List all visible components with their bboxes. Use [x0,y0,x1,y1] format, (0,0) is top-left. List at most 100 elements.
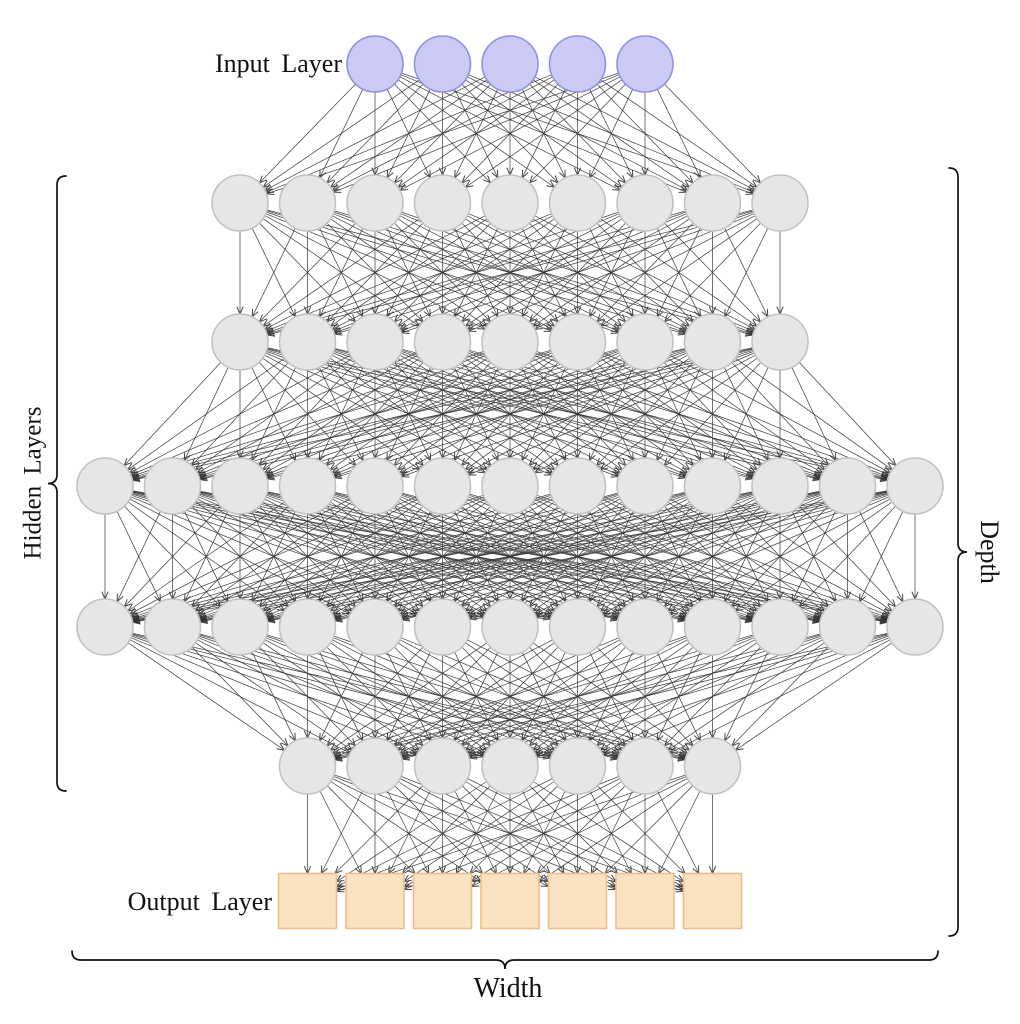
connection-edge [538,781,690,883]
connection-edge [319,790,362,874]
connection-edge [199,348,753,482]
hidden-4-node [143,598,202,656]
connection-edge [264,76,486,191]
connection-edge [251,652,296,742]
connection-edge [132,490,888,625]
hidden-1-node [346,174,404,232]
hidden-4-node [683,598,742,656]
hidden-5-node [616,737,674,795]
input-node [548,35,607,93]
connection-edge [326,646,424,747]
connection-edge [471,781,622,883]
connection-edge [604,785,693,874]
connection-edge [330,642,488,751]
hidden-3-node [346,457,404,515]
connection-edge [129,498,351,615]
hidden-3-node [683,457,742,515]
width-label: Width [473,973,543,1004]
hidden-2-node [481,313,539,371]
connection-edge [333,349,754,480]
hidden-3-node [413,457,472,515]
connection-edge [522,790,565,874]
connection-edge [394,785,483,874]
connection-edge [798,362,897,467]
connection-edge [127,642,285,751]
connection-edge [723,367,769,462]
connection-edge [131,348,618,481]
connection-edge [332,74,620,193]
hidden-4-node [76,598,134,656]
hidden-5-node [548,737,607,795]
connection-edge [265,213,552,332]
hidden-4-node [616,598,674,656]
output-node [682,872,743,930]
hidden-4-node [818,598,877,656]
connection-edge [264,215,486,330]
input-node [481,35,539,93]
connection-edge [334,632,888,762]
connection-edge [399,76,621,191]
connection-edge [131,493,551,621]
depth-label: Depth [975,520,1004,584]
hidden-5-node [683,737,742,795]
connection-edge [400,351,754,478]
connection-edge [534,215,756,330]
connection-edge [334,785,423,874]
connection-edge [467,352,755,476]
connection-edge [589,790,632,874]
output-node [480,872,540,930]
connection-edge [262,218,420,327]
connection-edge [320,790,363,874]
input-node [413,35,472,93]
connection-edge [336,781,487,883]
connection-edge [401,633,888,761]
connection-edge [131,492,618,622]
hidden-4-node [211,598,269,656]
connection-edge [266,211,619,334]
connection-edge [334,491,888,623]
hidden-1-node [413,174,472,232]
connection-edge [266,210,686,336]
output-node [277,872,338,930]
connection-edge [791,367,837,462]
connection-edge [536,635,889,758]
connection-edge [467,213,755,332]
connection-edge [334,633,821,761]
hidden-1-node [616,174,674,232]
connection-edge [131,349,551,480]
connection-edge [533,781,684,883]
depth-brace [948,167,968,937]
connection-edge [402,785,491,874]
output-layer-label: Output Layer [127,887,272,916]
nodes-layer [76,35,944,930]
connection-edge [663,362,762,467]
hidden-3-node [818,457,877,515]
hidden-1-node [278,174,337,232]
connection-edge [130,351,484,478]
connection-edge [599,357,758,471]
connection-edge [266,348,753,481]
connection-edge [127,357,285,471]
connection-edge [251,228,296,318]
connection-edge [471,778,688,887]
hidden-3-node [481,457,539,515]
connection-edge [664,83,761,184]
hidden-3-node [886,457,944,515]
connection-edge [387,790,430,874]
input-layer-label: Input Layer [214,49,342,78]
connection-edge [259,222,356,323]
hidden-4-node [413,598,472,656]
hidden-2-node [346,313,404,371]
connection-edge [130,494,484,619]
connection-edge [130,496,417,617]
hidden-2-node [616,313,674,371]
hidden-3-node [616,457,674,515]
connection-edge [735,642,893,751]
connection-edge [454,790,497,874]
input-node [616,35,674,93]
width-brace [71,950,939,970]
connection-edge [469,785,558,874]
connection-edge [656,89,701,179]
connection-edge [597,785,686,874]
connection-edge [333,635,687,758]
